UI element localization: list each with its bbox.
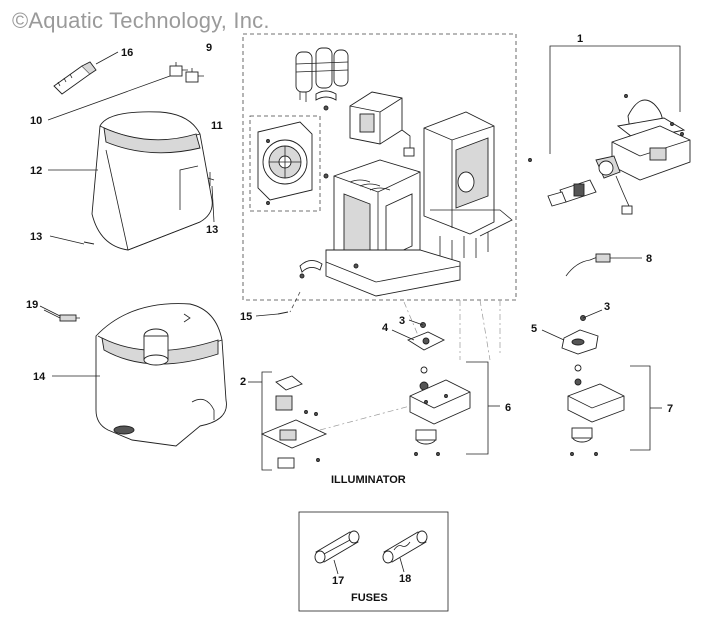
cooling-fan [257,121,313,205]
bracket-2 [261,371,272,471]
callout-6: 6 [505,402,511,414]
callout-13-right: 13 [206,224,218,236]
sensor-probe [43,309,80,322]
top-cover [91,111,213,251]
transformer [349,91,415,157]
fuses-box [298,511,449,612]
callout-7: 7 [667,403,673,415]
callout-10: 10 [30,115,42,127]
callout-12: 12 [30,165,42,177]
light-dome-assembly [528,94,691,215]
callout-3-right: 3 [604,301,610,313]
callout-5: 5 [531,323,537,335]
cable-connector [565,253,611,277]
callout-9: 9 [206,42,212,54]
assembly-9-boundary [242,33,517,301]
callout-4: 4 [382,322,389,334]
copyright-notice: ©Aquatic Technology, Inc. [12,8,270,33]
callout-2: 2 [240,376,246,388]
bracket-1 [549,45,681,154]
battery-pack [295,47,349,102]
illuminator-plate-assembly [409,366,471,456]
callout-18: 18 [399,573,411,585]
lens-holder [561,329,599,355]
right-plate-assembly [567,364,625,456]
callout-11: 11 [211,120,223,132]
base-housing [95,303,227,447]
callout-14: 14 [33,371,46,383]
bracket-7 [630,365,651,451]
callout-17: 17 [332,575,344,587]
fan-11-boundary [249,115,321,212]
connector-pair [169,62,204,83]
callout-1: 1 [577,33,583,45]
bracket-6 [466,361,489,455]
callout-16: 16 [121,47,133,59]
callout-13-left: 13 [30,231,42,243]
illuminator-caption: ILLUMINATOR [331,474,406,486]
callout-15: 15 [240,311,252,323]
chassis-body [325,159,461,297]
fuses-caption: FUSES [351,592,388,604]
fuse-slow-blow [382,530,428,564]
fuse-glass [314,530,360,564]
lamp-board-stack [260,375,328,469]
hose-fitting [53,61,97,95]
gasket-plate [407,331,446,351]
callout-8: 8 [646,253,652,265]
mounting-bracket [423,111,513,260]
callout-3-left: 3 [399,315,405,327]
callout-19: 19 [26,299,38,311]
clamp-top [315,90,337,111]
clamp-bottom [299,173,329,279]
